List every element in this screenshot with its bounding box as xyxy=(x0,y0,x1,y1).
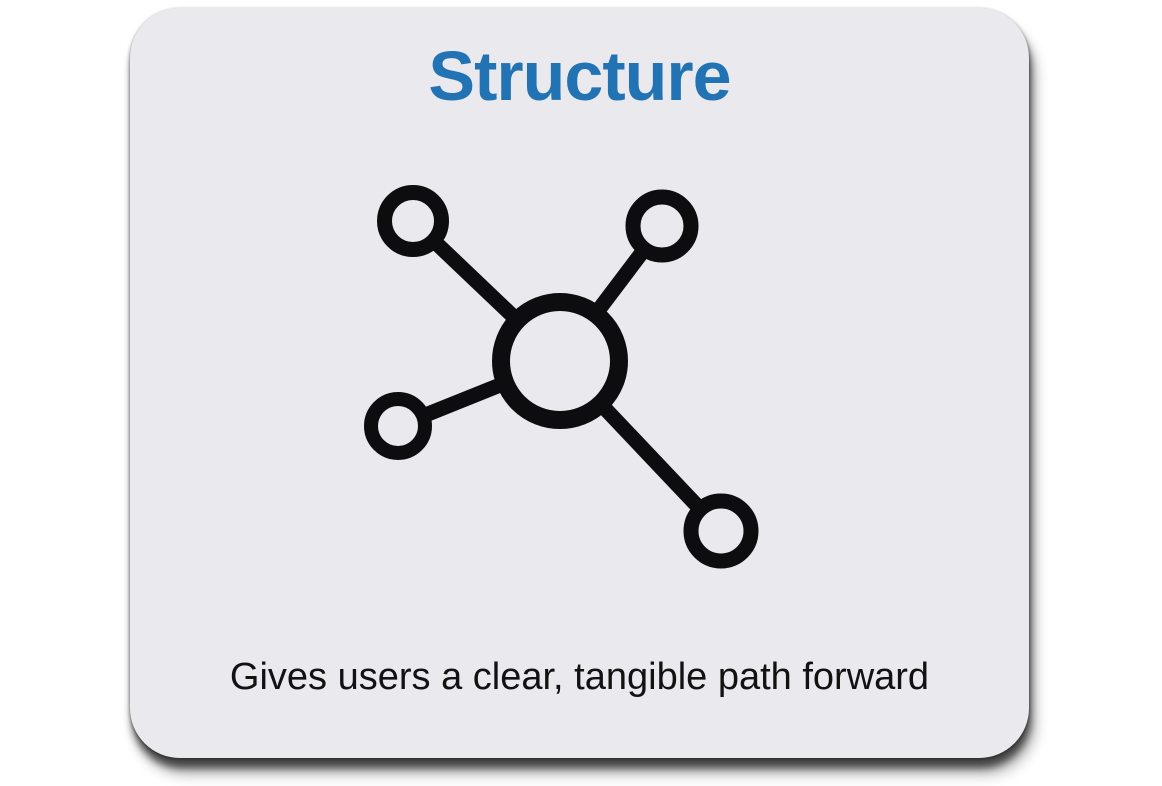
hub-nodes xyxy=(364,185,759,569)
network-hub-icon xyxy=(345,160,785,600)
page-title: Structure xyxy=(428,37,731,115)
card-caption: Gives users a clear, tangible path forwa… xyxy=(229,656,930,698)
structure-card: Structure Gives u xyxy=(130,8,1029,758)
